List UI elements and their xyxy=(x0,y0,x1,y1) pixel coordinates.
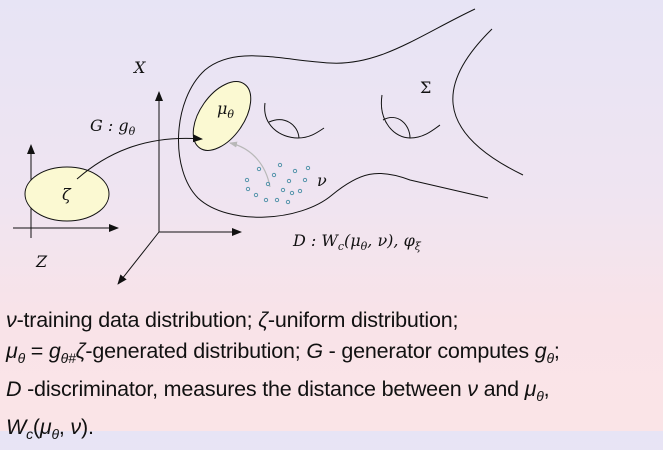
label-z-space: Z xyxy=(35,252,48,271)
caption-line: Wc(μθ, ν). xyxy=(6,412,560,450)
label-x-space: X xyxy=(132,58,146,77)
label-sigma: Σ xyxy=(420,78,431,97)
caption-segment: , xyxy=(543,377,550,401)
caption-segment: μ xyxy=(524,377,537,401)
data-point xyxy=(292,168,298,174)
caption-segment: ν xyxy=(6,308,17,332)
discriminator-gray-arrow xyxy=(229,141,271,188)
generated-distribution-ellipse xyxy=(192,81,252,151)
label-segment: G : g xyxy=(90,116,129,135)
data-point xyxy=(265,181,271,187)
caption-segment: ζ xyxy=(258,308,268,332)
caption-segment: D xyxy=(6,377,22,401)
caption-segment: -discriminator, measures the distance be… xyxy=(21,377,468,401)
caption-segment: θ xyxy=(51,426,59,442)
generator-arrow xyxy=(76,134,203,180)
gan-diagram: X Z ζ μθ G : gθ ν Σ D : Wc(μθ, ν), φξ xyxy=(13,8,524,285)
label-segment: (μ xyxy=(344,231,361,250)
caption-segment: = xyxy=(25,339,49,363)
latent-distribution-ellipse xyxy=(24,166,110,222)
data-point xyxy=(271,172,277,178)
caption-segment: , xyxy=(58,415,71,439)
manifold-hole xyxy=(380,94,441,139)
caption-segment: c xyxy=(26,426,33,442)
caption-segment: ζ xyxy=(75,339,86,363)
caption-segment: - generator computes xyxy=(322,339,535,363)
caption-segment: μ xyxy=(6,339,18,363)
data-point xyxy=(274,197,280,203)
caption-segment: and xyxy=(477,377,525,401)
caption-segment: g xyxy=(534,339,547,363)
caption-line: ν-training data distribution; ζ-uniform … xyxy=(6,305,560,336)
label-mu-theta: μθ xyxy=(217,99,234,121)
data-point xyxy=(280,187,286,193)
data-point xyxy=(305,165,311,171)
label-segment: ζ xyxy=(62,185,72,204)
caption-segment: θ xyxy=(536,388,544,404)
caption-segment: ; xyxy=(553,339,560,363)
caption-segment: W xyxy=(6,415,27,439)
manifold-sigma xyxy=(178,8,489,218)
data-point xyxy=(297,188,303,194)
label-segment: Σ xyxy=(420,78,431,97)
caption-segment: θ xyxy=(17,350,26,366)
label-segment: ξ xyxy=(415,240,422,253)
caption-segment: -generated distribution; xyxy=(85,339,307,363)
label-segment: c xyxy=(338,240,344,253)
caption-segment: θ xyxy=(546,350,555,366)
label-segment: μ xyxy=(217,99,227,118)
caption-segment: ( xyxy=(32,415,40,439)
data-point xyxy=(256,166,262,172)
label-segment: , ν), φ xyxy=(367,231,415,250)
manifold-hole xyxy=(264,102,325,139)
label-discriminator: D : Wc(μθ, ν), φξ xyxy=(292,231,422,253)
label-segment: X xyxy=(132,58,146,77)
training-data-points xyxy=(244,162,311,205)
label-nu: ν xyxy=(317,171,327,190)
caption-segment: ). xyxy=(80,415,94,439)
caption-segment: ν xyxy=(467,377,478,401)
caption-segment: -uniform distribution; xyxy=(267,308,459,332)
caption-segment: ν xyxy=(70,415,81,439)
data-point xyxy=(302,177,308,183)
label-generator: G : gθ xyxy=(90,116,136,138)
data-point xyxy=(289,190,295,196)
label-segment: θ xyxy=(361,240,368,253)
manifold-edge xyxy=(452,28,524,176)
caption-segment: -training data distribution; xyxy=(16,308,259,332)
data-point xyxy=(245,186,251,192)
data-space-axes xyxy=(117,91,242,285)
data-point xyxy=(263,197,269,203)
caption-segment: g xyxy=(48,339,61,363)
caption-line: D -discriminator, measures the distance … xyxy=(6,374,560,412)
data-point xyxy=(244,177,250,183)
caption-line: μθ = gθ#ζ-generated distribution; G - ge… xyxy=(6,336,560,374)
caption-segment: G xyxy=(306,339,323,363)
label-segment: D : W xyxy=(292,231,339,250)
data-point xyxy=(277,162,283,168)
label-segment: ν xyxy=(317,171,327,190)
data-point xyxy=(253,192,259,198)
caption-segment: θ# xyxy=(60,350,76,366)
label-segment: θ xyxy=(227,108,234,121)
label-zeta: ζ xyxy=(62,185,72,204)
data-point xyxy=(285,199,291,205)
caption: ν-training data distribution; ζ-uniform … xyxy=(6,305,560,450)
label-segment: Z xyxy=(35,252,48,271)
caption-segment: μ xyxy=(39,415,52,439)
label-segment: θ xyxy=(129,125,136,138)
data-point xyxy=(286,178,292,184)
